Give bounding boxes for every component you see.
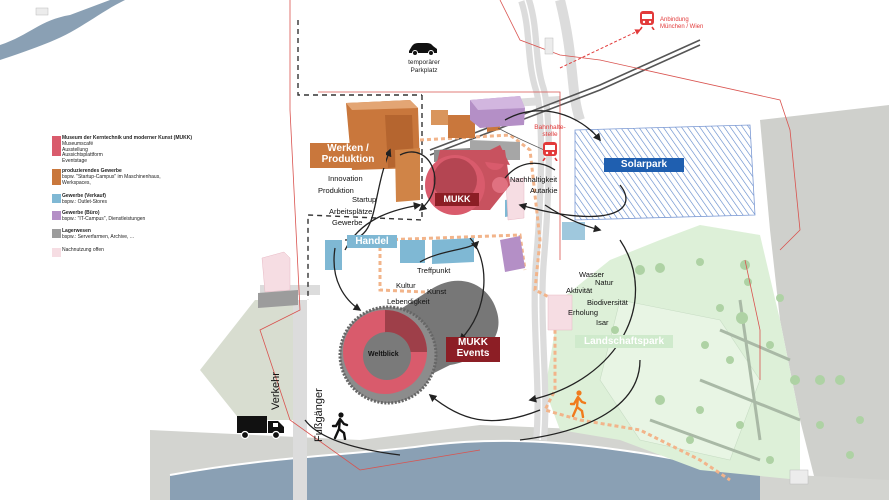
keyword-autarkie: Autarkie xyxy=(530,186,558,195)
keyword-gewerbe: Gewerbe xyxy=(332,218,363,227)
office-buildings xyxy=(470,96,525,272)
parking-label: temporärer Parkplatz xyxy=(404,59,444,75)
events-line2: Events xyxy=(456,347,490,359)
legend-item: produzierendes Gewerbe bspw. "Startup-Ca… xyxy=(52,168,161,186)
keyword-produktion: Produktion xyxy=(318,186,354,195)
legend-title: Gewerbe (Verkauf) xyxy=(62,193,106,199)
legend-line: Ausstellung xyxy=(62,146,88,153)
solarpark-box: Solarpark xyxy=(604,158,684,172)
werken-line1: Werken / xyxy=(327,143,369,154)
legend-swatch-buero xyxy=(52,211,61,220)
station-label-line2: stelle xyxy=(542,131,558,139)
legend-item: Nachnutzung offen xyxy=(52,247,104,257)
legend-item: Lagerwesen bspw.: Serverfarmen, Archive,… xyxy=(52,228,134,241)
legend-line: Aussichtsplattform xyxy=(62,152,103,159)
legend-line: bspw.: "IT-Campus", Dienstleistungen xyxy=(62,215,146,222)
weltblick-label: Weltblick xyxy=(368,351,399,358)
river-isar xyxy=(170,440,760,500)
solar-park-area xyxy=(574,124,756,221)
pedestrian-icon xyxy=(569,390,587,418)
keyword-aktivitaet: Aktivität xyxy=(566,286,593,295)
parking-label-line2: Parkplatz xyxy=(410,66,438,74)
landscape-park-area xyxy=(545,225,864,480)
keyword-treffpunkt: Treffpunkt xyxy=(417,266,451,275)
keyword-natur: Natur xyxy=(595,278,614,287)
legend-swatch-lager xyxy=(52,229,61,238)
car-icon xyxy=(409,43,437,56)
legend-line: bspw.: Outlet-Stores xyxy=(62,198,108,205)
railway xyxy=(429,29,701,156)
site-boundary xyxy=(259,0,801,471)
fussgaenger-label: Fußgänger xyxy=(313,388,325,442)
parking-label-line1: temporärer xyxy=(408,59,440,66)
legend-swatch-produktion xyxy=(52,169,61,185)
legend-title: Museum der Kerntechnik und moderner Kuns… xyxy=(62,135,193,141)
mukk-events-box: MUKK Events xyxy=(446,337,500,362)
keyword-innovation: Innovation xyxy=(328,174,363,183)
verkehr-label: Verkehr xyxy=(270,372,282,410)
legend-title: Lagerwesen xyxy=(62,228,91,234)
keyword-wasser: Wasser xyxy=(579,270,605,279)
legend-title: produzierendes Gewerbe xyxy=(62,168,122,174)
keyword-erholung: Erholung xyxy=(568,308,599,317)
legend-line: Werkspaces, xyxy=(62,179,91,186)
legend-swatch-handel xyxy=(52,194,61,203)
werken-line2: Produktion xyxy=(321,153,375,165)
keyword-startup: Startup xyxy=(352,195,377,204)
legend-line: bspw.: Serverfarmen, Archive, ... xyxy=(62,233,134,240)
truck-icon xyxy=(237,416,284,440)
train-icon xyxy=(639,11,655,30)
keyword-biodiversitaet: Biodiversität xyxy=(587,298,628,307)
keyword-isar: Isar xyxy=(596,318,609,327)
river-north xyxy=(0,0,125,60)
legend-line: Eventstage xyxy=(62,158,88,164)
keyword-arbeitsplaetze: Arbeitsplätze xyxy=(329,207,373,216)
legend-item: Gewerbe (Verkauf) bspw.: Outlet-Stores xyxy=(52,193,108,206)
events-line1: MUKK xyxy=(458,337,488,348)
keyword-kunst: Kunst xyxy=(427,287,447,296)
rail-connection-label: Anbindung München / Wien xyxy=(660,17,703,31)
legend: Museum der Kerntechnik und moderner Kuns… xyxy=(0,0,200,260)
rail-label-line2: München / Wien xyxy=(660,24,704,31)
legend-item: Gewerbe (Büro) bspw.: "IT-Campus", Diens… xyxy=(52,210,146,223)
grey-terrain-east xyxy=(760,105,889,500)
legend-swatch-mukk xyxy=(52,136,61,156)
werken-produktion-box: Werken / Produktion xyxy=(310,143,386,168)
keyword-nachhaltigkeit: Nachhaltigkeit xyxy=(510,175,558,184)
rail-label-line1: Anbindung xyxy=(660,17,689,23)
cooling-tower xyxy=(338,280,499,405)
handel-box: Handel xyxy=(347,235,397,248)
train-icon xyxy=(542,142,558,161)
peach-walkway xyxy=(419,133,731,482)
legend-title: Gewerbe (Büro) xyxy=(62,210,100,216)
legend-line: Museumscafé xyxy=(62,140,94,147)
neighbor-buildings xyxy=(35,7,809,485)
legend-line: bspw. "Startup-Campus" im Maschinenhaus, xyxy=(62,173,161,180)
open-use-buildings xyxy=(261,177,573,331)
legend-item: Museum der Kerntechnik und moderner Kuns… xyxy=(52,135,193,165)
pedestrian-icon xyxy=(331,412,349,440)
station-label: Bahnhalte- stelle xyxy=(530,124,570,139)
legend-line: Nachnutzung offen xyxy=(62,247,104,253)
keyword-kultur: Kultur xyxy=(396,281,416,290)
legend-swatch-nachnutzung xyxy=(52,248,61,257)
keyword-lebendigkeit: Lebendigkeit xyxy=(387,297,430,306)
green-west xyxy=(200,300,300,420)
mukk-box: MUKK xyxy=(435,193,479,206)
landschaftspark-box: Landschaftspark xyxy=(575,335,673,348)
station-label-line1: Bahnhalte- xyxy=(534,124,566,131)
